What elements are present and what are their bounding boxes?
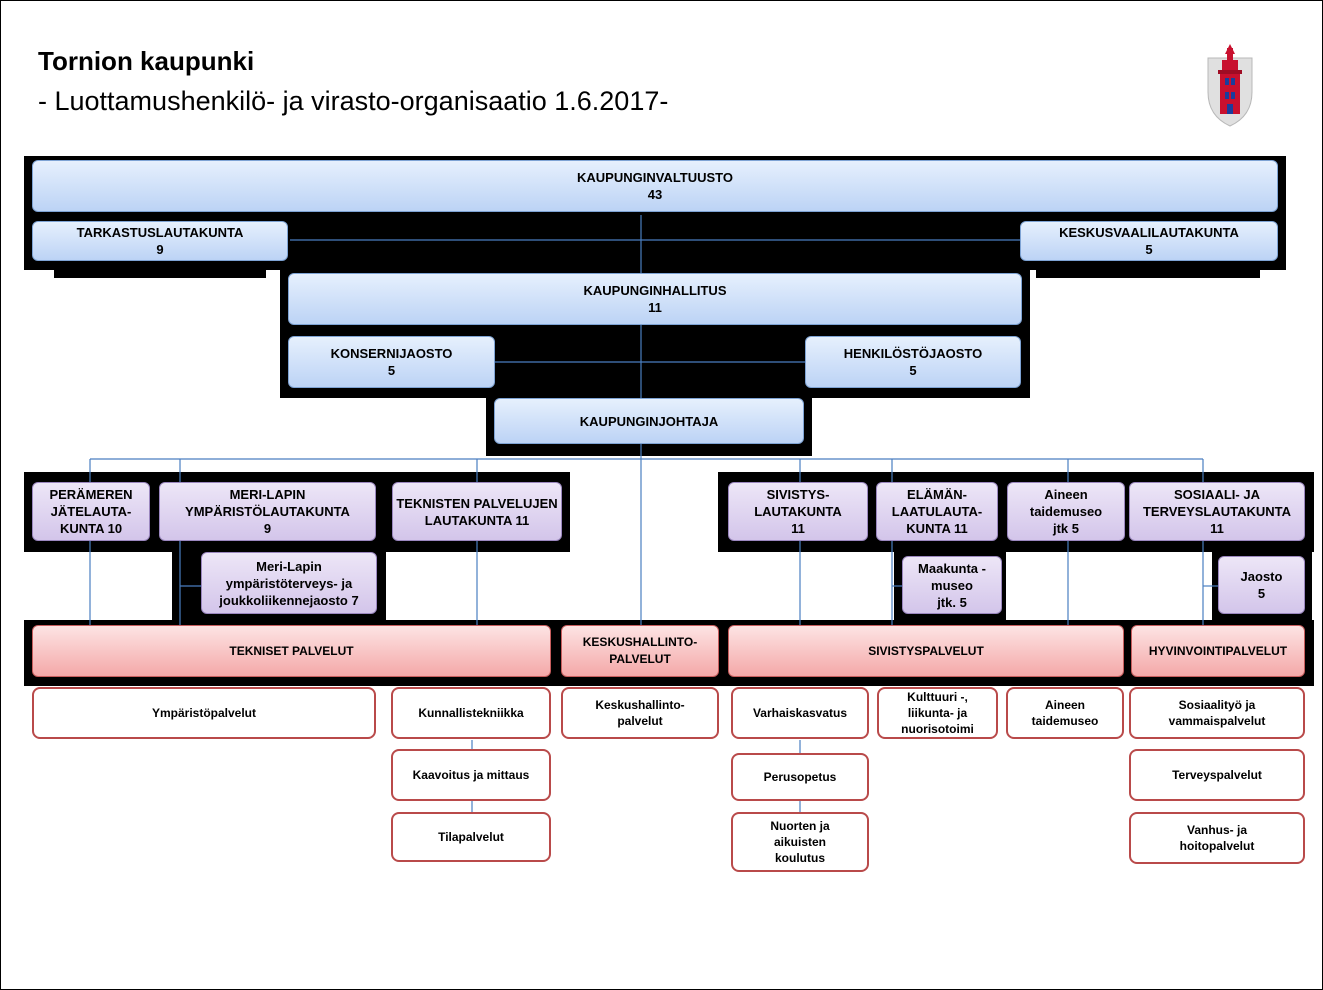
teknistenpalvelujenlautakunta-box: TEKNISTEN PALVELUJEN LAUTAKUNTA 11: [392, 482, 562, 541]
diagram-shadow: [1036, 268, 1260, 278]
box-label: Meri-Lapin ympäristöterveys- ja: [225, 558, 353, 591]
nuortenjaaikuistenkoulutus-box: Nuorten ja aikuisten koulutus: [731, 812, 869, 872]
box-label: Kaavoitus ja mittaus: [412, 768, 530, 782]
box-label-2: jtk 5: [1052, 521, 1079, 536]
box-label-2: LAUTAKUNTA 11: [424, 512, 530, 528]
elamanlaatulautakunta-box: ELÄMÄN-LAATULAUTA- KUNTA 11: [876, 482, 998, 541]
box-label: HYVINVOINTIPALVELUT: [1148, 643, 1288, 658]
sivistyslautakunta-box: SIVISTYS-LAUTAKUNTA 11: [728, 482, 868, 541]
henkilostojaosto-box: HENKILÖSTÖJAOSTO 5: [805, 336, 1021, 388]
merilapinjaosto-box: Meri-Lapin ympäristöterveys- ja joukkoli…: [201, 552, 377, 614]
aineentaidemuseo-board-box: Aineen taidemuseo jtk 5: [1007, 482, 1125, 541]
box-label-2: KUNTA 10: [59, 521, 123, 536]
box-label: KAUPUNGINVALTUUSTO: [577, 170, 733, 185]
kaupunginjohtaja-box: KAUPUNGINJOHTAJA: [494, 398, 804, 444]
box-label: TEKNISET PALVELUT: [229, 643, 354, 658]
box-label: KONSERNIJAOSTO: [330, 346, 453, 361]
box-label: MERI-LAPIN YMPÄRISTÖLAUTAKUNTA: [185, 487, 350, 519]
kunnallistekniikka-box: Kunnallistekniikka: [391, 687, 551, 739]
box-label: Vanhus- ja hoitopalvelut: [1179, 823, 1255, 853]
box-label: KESKUSVAALILAUTAKUNTA: [1059, 225, 1239, 240]
box-label: TEKNISTEN PALVELUJEN: [396, 495, 558, 511]
box-label-2: 11: [1210, 521, 1224, 536]
box-label: Varhaiskasvatus: [752, 706, 848, 720]
tilapalvelut-box: Tilapalvelut: [391, 812, 551, 862]
box-label: Sosiaalityö ja vammaispalvelut: [1168, 698, 1266, 728]
box-label: Nuorten ja aikuisten koulutus: [770, 819, 830, 865]
page-title: Tornion kaupunki: [38, 46, 255, 76]
jaosto-box: Jaosto 5: [1218, 556, 1305, 614]
hyvinvointipalvelut-box: HYVINVOINTIPALVELUT: [1131, 625, 1305, 677]
ymparistopalvelut-box: Ympäristöpalvelut: [32, 687, 376, 739]
box-count: 5: [909, 363, 917, 378]
box-label-2: 11: [791, 521, 805, 536]
page-subtitle: - Luottamushenkilö- ja virasto-organisaa…: [38, 86, 669, 116]
box-label: Ympäristöpalvelut: [151, 706, 257, 720]
tornio-coat-of-arms-icon: [1207, 44, 1253, 127]
sosiaalijaterveyslautakunta-box: SOSIAALI- JA TERVEYSLAUTAKUNTA 11: [1129, 482, 1305, 541]
box-label: KAUPUNGINHALLITUS: [583, 283, 727, 298]
diagram-shadow: [54, 268, 266, 278]
box-label: Maakunta -museo: [918, 560, 986, 593]
box-label: ELÄMÄN-LAATULAUTA-: [891, 487, 983, 519]
tarkastuslautakunta-box: TARKASTUSLAUTAKUNTA 9: [32, 221, 288, 261]
box-label-2: jtk. 5: [937, 594, 967, 610]
box-label-2: joukkoliikennejaosto 7: [219, 592, 359, 608]
box-label: Aineen taidemuseo: [1029, 487, 1103, 519]
box-label: Keskushallinto-palvelut: [595, 698, 685, 728]
box-count: 5: [387, 363, 396, 378]
maakuntamuseo-box: Maakunta -museo jtk. 5: [902, 556, 1002, 614]
aineentaidemuseo-unit-box: Aineen taidemuseo: [1006, 687, 1124, 739]
kaupunginhallitus-box: KAUPUNGINHALLITUS 11: [288, 273, 1022, 325]
teknisetpalvelut-box: TEKNISET PALVELUT: [32, 625, 551, 677]
box-label: KAUPUNGINJOHTAJA: [579, 413, 719, 429]
kaavoitusjamittaus-box: Kaavoitus ja mittaus: [391, 749, 551, 801]
peramerenjatelautakunta-box: PERÄMEREN JÄTELAUTA- KUNTA 10: [32, 482, 150, 541]
varhaiskasvatus-box: Varhaiskasvatus: [731, 687, 869, 739]
box-label: Tilapalvelut: [438, 830, 504, 844]
box-label: Perusopetus: [763, 770, 837, 784]
perusopetus-box: Perusopetus: [731, 753, 869, 801]
box-count: 5: [1145, 242, 1153, 257]
kulttuuriliikuntanuorisotoimi-box: Kulttuuri -, liikunta- ja nuorisotoimi: [877, 687, 998, 739]
vanhusjahoitopalvelut-box: Vanhus- ja hoitopalvelut: [1129, 812, 1305, 864]
terveyspalvelut-box: Terveyspalvelut: [1129, 749, 1305, 801]
box-label-2: 9: [263, 521, 272, 536]
box-label: SIVISTYS-LAUTAKUNTA: [754, 487, 842, 519]
box-count: 11: [648, 300, 662, 315]
box-label-2: 5: [1257, 586, 1266, 601]
kaupunginvaltuusto-box: KAUPUNGINVALTUUSTO 43: [32, 160, 1278, 212]
box-label: PERÄMEREN JÄTELAUTA-: [49, 487, 133, 519]
box-label: SOSIAALI- JA TERVEYSLAUTAKUNTA: [1142, 487, 1292, 519]
box-label: Kulttuuri -, liikunta- ja nuorisotoimi: [901, 690, 974, 736]
box-label-2: KUNTA 11: [906, 521, 968, 536]
box-label: TARKASTUSLAUTAKUNTA: [76, 225, 244, 240]
box-count: 43: [647, 187, 663, 202]
keskusvaalilautakunta-box: KESKUSVAALILAUTAKUNTA 5: [1020, 221, 1278, 261]
box-label: Aineen taidemuseo: [1031, 698, 1099, 728]
sivistyspalvelut-box: SIVISTYSPALVELUT: [728, 625, 1124, 677]
merilapinymparistolautakunta-box: MERI-LAPIN YMPÄRISTÖLAUTAKUNTA 9: [159, 482, 376, 541]
box-label: KESKUSHALLINTO-PALVELUT: [582, 635, 698, 666]
box-label: HENKILÖSTÖJAOSTO: [843, 346, 983, 361]
keskushallintopalvelut-unit-box: Keskushallinto-palvelut: [561, 687, 719, 739]
konsernijaosto-box: KONSERNIJAOSTO 5: [288, 336, 495, 388]
keskushallintopalvelut-box: KESKUSHALLINTO-PALVELUT: [561, 625, 719, 677]
box-label: SIVISTYSPALVELUT: [868, 643, 984, 658]
box-label: Kunnallistekniikka: [418, 706, 524, 720]
sosiaalityojavammaispalvelut-box: Sosiaalityö ja vammaispalvelut: [1129, 687, 1305, 739]
box-count: 9: [156, 242, 164, 257]
box-label: Terveyspalvelut: [1172, 768, 1262, 782]
box-label: Jaosto: [1240, 569, 1283, 584]
